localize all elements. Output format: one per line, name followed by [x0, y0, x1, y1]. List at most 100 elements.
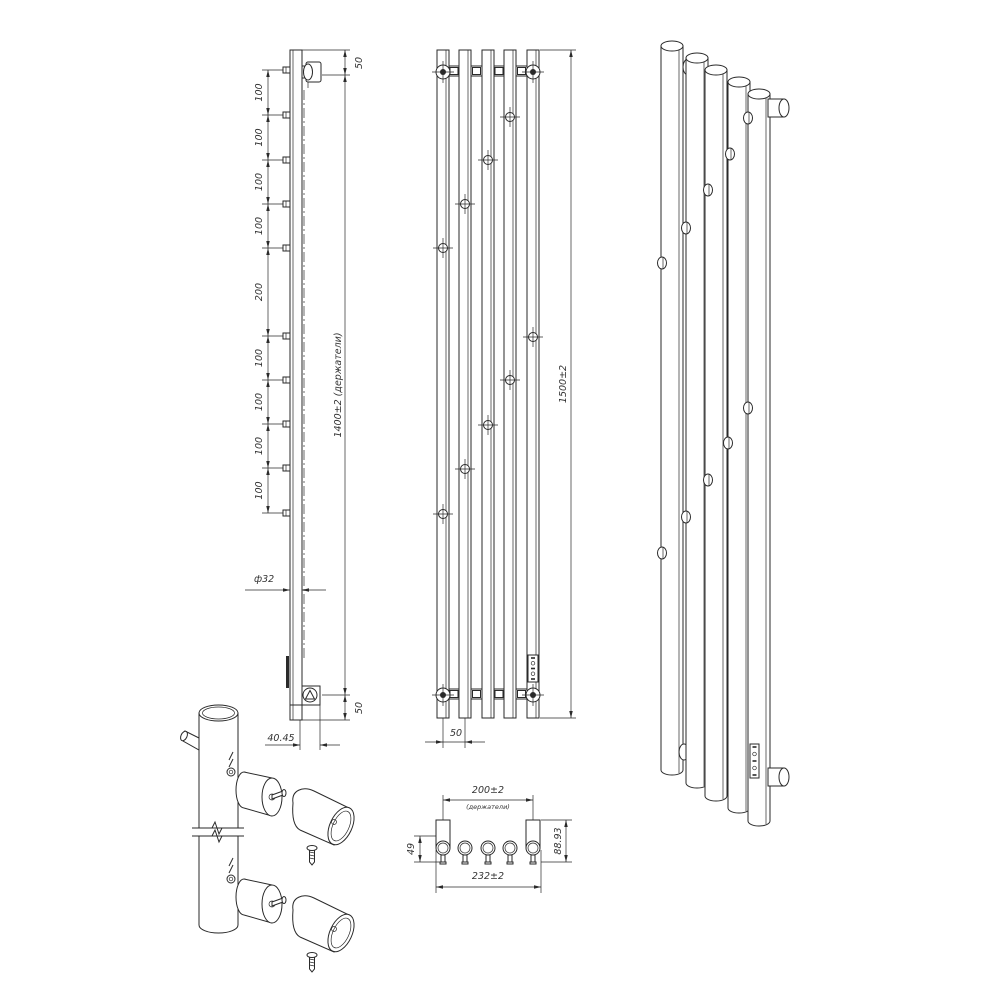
holder-pin-head: [506, 861, 514, 865]
set-screw-thread: [309, 854, 315, 857]
holder-width-label: 200±2: [472, 785, 504, 796]
holder-pin: [440, 854, 446, 863]
holder-pin: [282, 200, 291, 208]
tube-inner-wall: [504, 842, 516, 854]
top-view: 200±2 (держатели) 49 88.93 232±2: [406, 785, 572, 893]
bushing-edge: [243, 878, 273, 886]
holder-spacing-label: 100: [254, 83, 265, 101]
iso-towel-holder: [681, 510, 691, 524]
tube-slot: [228, 751, 234, 761]
set-screw-head: [306, 952, 318, 958]
iso-wall-bracket-end: [778, 767, 790, 787]
bracket-end: [303, 63, 313, 81]
iso-tube-top-end: [747, 88, 771, 100]
holder-pin: [282, 244, 291, 252]
set-screw-thread: [309, 851, 315, 854]
crossbar-spacer: [517, 67, 526, 75]
mounting-stud: [226, 874, 236, 884]
bushing-edge: [243, 914, 273, 924]
holder-assembly: [226, 767, 355, 866]
label-bar-mark: [752, 760, 757, 762]
total-width-label: 232±2: [472, 871, 504, 882]
crossbar-spacer: [517, 690, 526, 698]
holder-assemblies: [226, 767, 355, 973]
tube-inner-wall: [482, 842, 494, 854]
holder-spacing-label: 200: [254, 283, 265, 301]
label-ring-mark: [530, 661, 536, 666]
holder-pin: [507, 854, 513, 863]
holder-pin: [282, 376, 291, 384]
top-wall-bracket: [302, 61, 322, 88]
holder-pin-head: [461, 861, 469, 865]
holder-cup-hole: [331, 926, 337, 932]
bushing-edge: [243, 807, 273, 817]
set-screw-head: [306, 845, 318, 851]
label-bar-mark: [531, 678, 535, 680]
crossbar-spacer: [449, 67, 459, 75]
isometric-view: [657, 40, 790, 827]
label-bar-mark: [531, 667, 535, 670]
top-view-tubes: [435, 840, 541, 865]
holder-pin: [282, 66, 291, 74]
holder-pin: [530, 854, 536, 863]
holder-width-note: (держатели): [466, 803, 510, 811]
holder-pin: [485, 854, 491, 863]
pitch-label: 50: [450, 728, 462, 739]
bottom-offset-label: 50: [354, 702, 365, 714]
holder-cup-open-end: [327, 913, 355, 953]
break-line: [192, 828, 244, 844]
holder-cup-hole: [331, 819, 337, 825]
detail-tube-inner-end: [202, 706, 235, 720]
detail-top-pin-end: [180, 730, 188, 742]
iso-towel-holder: [725, 147, 735, 161]
holder-spacing-label: 100: [254, 481, 265, 499]
front-tube: [458, 49, 472, 719]
tube-offset-label: 49: [406, 843, 417, 855]
iso-towel-holder: [703, 183, 713, 197]
front-view-tubes: [432, 49, 544, 719]
label-bar-mark: [752, 774, 757, 776]
iso-tube-top-end: [727, 76, 751, 88]
iso-tube-top-end: [704, 64, 728, 76]
label-ring-mark: [752, 751, 757, 757]
warning-triangle-icon: [304, 689, 316, 700]
tube-slot: [228, 857, 234, 867]
crossbar-spacer: [494, 690, 504, 698]
iso-tube-top-end: [685, 52, 709, 64]
holder-cup-inner: [330, 810, 352, 842]
crossbar-spacer: [472, 690, 481, 698]
break-line: [192, 820, 244, 836]
iso-towel-holder: [743, 111, 753, 125]
set-screw-shaft: [309, 955, 315, 973]
holder-pin: [282, 332, 291, 340]
iso-towel-holder: [723, 436, 733, 450]
front-tube: [436, 49, 450, 719]
holder-spacing-label: 100: [254, 128, 265, 146]
set-screw-thread: [309, 857, 315, 860]
holder-spacing-label: 100: [254, 393, 265, 411]
top-offset-label: 50: [354, 57, 365, 69]
iso-towel-holder: [743, 401, 753, 415]
detail-tube-top-end: [198, 704, 239, 722]
holder-pin-head: [529, 861, 537, 865]
holder-spacing-label: 100: [254, 173, 265, 191]
holder-spacing-label: 100: [254, 437, 265, 455]
bushing-edge: [243, 771, 273, 779]
depth-label: 40.45: [267, 733, 294, 744]
diameter-label: ф32: [254, 574, 274, 585]
iso-towel-holder: [681, 221, 691, 235]
mounting-stud: [226, 767, 236, 777]
tube-inner-wall: [527, 842, 539, 854]
crossbar-spacer: [449, 690, 459, 698]
holder-pin: [282, 464, 291, 472]
tube-slot: [228, 864, 234, 874]
bushing-screw-head: [281, 789, 287, 797]
label-bar-mark: [531, 657, 535, 659]
label-bar-mark: [752, 746, 757, 748]
holder-pin: [282, 111, 291, 119]
side-holder-pins: [262, 66, 291, 517]
side-tube: [289, 49, 303, 721]
